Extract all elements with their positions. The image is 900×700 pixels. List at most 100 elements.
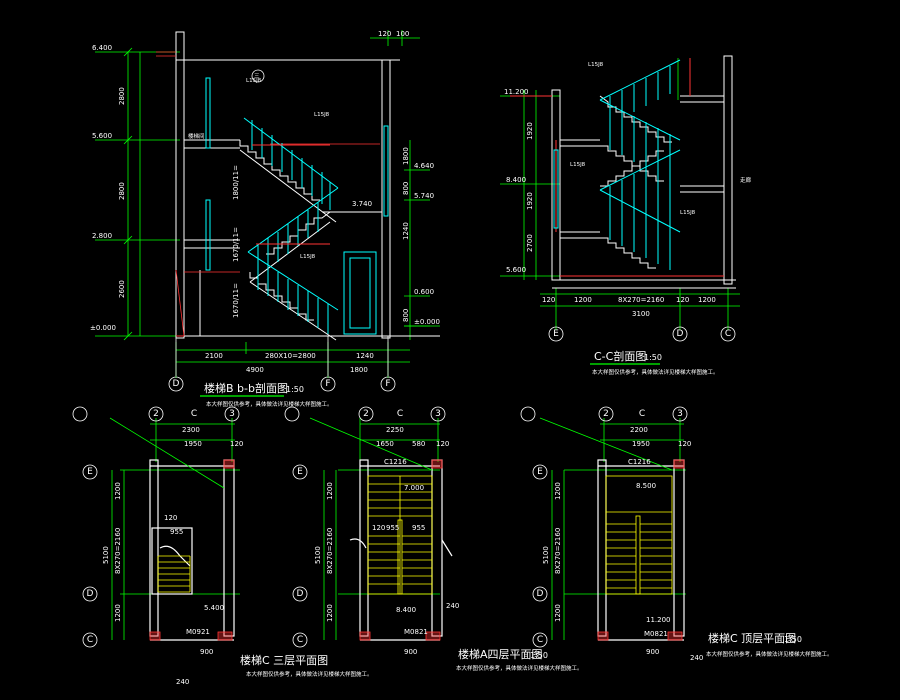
bb-ref-tag: L15J8 xyxy=(246,78,262,84)
pr-bottom-dim-2: 240 xyxy=(690,654,703,662)
p3-axis-side-3: C xyxy=(87,635,93,645)
bb-level-marks: 6.400 5.600 2.800 ±0.000 4.640 5.740 0.6… xyxy=(90,44,440,332)
cc-axis-label-3: C xyxy=(725,329,731,339)
p4-window: M0821 xyxy=(404,628,428,636)
bb-bottom-dim-1: 2100 xyxy=(205,352,223,360)
pr-window: M0821 xyxy=(644,630,668,638)
bb-height-1: 2800 xyxy=(118,87,126,105)
p4-side-dim-3: 5100 xyxy=(314,546,322,564)
pr-axis-side-3: C xyxy=(537,635,543,645)
cc-dim-1: 120 xyxy=(542,296,555,304)
cc-dim-3: 8X270=2160 xyxy=(618,296,664,304)
p4-window-top: C1216 xyxy=(384,458,407,466)
p3-top-dim-1: 2300 xyxy=(182,426,200,434)
p4-inner-dim-2: 955 xyxy=(386,524,399,532)
p4-bottom-dim-2: 240 xyxy=(446,602,459,610)
pr-treads xyxy=(605,475,673,595)
pr-title: 楼梯C 顶层平面图 xyxy=(708,631,796,645)
cc-walls xyxy=(551,55,736,289)
cc-title: C-C剖面图 xyxy=(594,349,646,363)
pr-top-dim-1: 2200 xyxy=(630,426,648,434)
p4-note: 本大样图仅供参考，具体做法详见楼梯大样图施工。 xyxy=(456,664,583,672)
section-cc: 11.200 8.400 5.600 1920 1920 2700 L15J8 … xyxy=(500,55,752,376)
cc-dim-4: 120 xyxy=(676,296,689,304)
cc-axis-label-1: E xyxy=(553,329,559,339)
p4-axis-side-2: D xyxy=(297,589,304,599)
cc-note: 本大样图仅供参考，具体做法详见楼梯大样图施工。 xyxy=(592,368,719,376)
cc-height-1: 1920 xyxy=(526,122,534,140)
cc-dim-6: 3100 xyxy=(632,310,650,318)
p3-top-dim-3: 120 xyxy=(230,440,243,448)
pr-top-dim-3: 120 xyxy=(678,440,691,448)
p3-axis-top-2: C xyxy=(191,409,197,419)
p3-title: 楼梯C 三层平面图 xyxy=(240,653,328,667)
pr-axis-top-2: C xyxy=(639,409,645,419)
bb-right-level-4: ±0.000 xyxy=(414,318,440,326)
plan-4f: 2 C 3 E D C 2250 1650 580 120 1200 8X270… xyxy=(284,406,583,672)
p3-hatch xyxy=(149,459,235,641)
p3-side-dim-2: 8X270=2160 xyxy=(114,528,122,574)
p3-bottom-dim-2: 240 xyxy=(176,678,189,686)
pr-bottom-dim-1: 900 xyxy=(646,648,659,656)
bb-axis-label-2: F xyxy=(325,379,330,389)
pr-side-dim-4: 1200 xyxy=(554,604,562,622)
cc-level-3: 5.600 xyxy=(506,266,526,274)
bb-flight-label-2: 1670/11= xyxy=(232,227,240,262)
bb-level-3: 2.800 xyxy=(92,232,112,240)
bb-axis-label-3: F xyxy=(385,379,390,389)
p4-level-top: 7.000 xyxy=(404,484,424,492)
bb-top-dim-1: 120 xyxy=(378,30,391,38)
p3-axis-top-3: 3 xyxy=(229,409,235,419)
pr-side-dim-3: 5100 xyxy=(542,546,550,564)
p4-top-dim-1: 2250 xyxy=(386,426,404,434)
bb-mid-level: 3.740 xyxy=(352,200,372,208)
p4-axis-bubbles xyxy=(284,406,446,648)
cc-height-3: 2700 xyxy=(526,234,534,252)
p4-axis-side-1: E xyxy=(297,467,303,477)
pr-level: 11.200 xyxy=(646,616,671,624)
cc-axis-bubbles xyxy=(548,326,736,342)
pr-note: 本大样图仅供参考，具体做法详见楼梯大样图施工。 xyxy=(706,650,833,658)
pr-top-dim-2: 1950 xyxy=(632,440,650,448)
pr-axis-top-3: 3 xyxy=(677,409,683,419)
p4-axis-top-3: 3 xyxy=(435,409,441,419)
p3-leader xyxy=(109,417,225,489)
pr-hatch xyxy=(597,459,685,641)
cc-scale: 1:50 xyxy=(644,353,662,362)
bb-bottom-dim-5: 1800 xyxy=(350,366,368,374)
cc-red-lines xyxy=(510,58,724,277)
bb-railings xyxy=(205,77,389,335)
p4-side-dim-1: 1200 xyxy=(326,482,334,500)
p4-inner-dim-1: 120 xyxy=(372,524,385,532)
bb-handrail-red xyxy=(176,144,330,337)
pr-side-dim-2: 8X270=2160 xyxy=(554,528,562,574)
bb-flight-label-3: 1670/11= xyxy=(232,283,240,318)
p3-top-dim-2: 1950 xyxy=(184,440,202,448)
bb-hatch xyxy=(156,51,380,337)
p3-treads xyxy=(157,555,191,593)
pr-axis-side-2: D xyxy=(537,589,544,599)
bb-level-top: 6.400 xyxy=(92,44,112,52)
bb-right-dim-2: 800 xyxy=(402,182,410,195)
cc-dim-5: 1200 xyxy=(698,296,716,304)
pr-scale: 1:50 xyxy=(784,635,802,644)
p4-inner-dim-3: 955 xyxy=(412,524,425,532)
pr-axis-bubbles xyxy=(520,406,688,648)
p4-axis-top-1: 2 xyxy=(363,409,369,419)
p4-bottom-dim-1: 900 xyxy=(404,648,417,656)
bb-height-3: 2600 xyxy=(118,280,126,298)
p4-side-dim-2: 8X270=2160 xyxy=(326,528,334,574)
p3-level: 5.400 xyxy=(204,604,224,612)
bb-right-level-1: 4.640 xyxy=(414,162,434,170)
cc-room-label: 走廊 xyxy=(740,176,752,184)
bb-scale: 1:50 xyxy=(286,385,304,394)
bb-level-ground: ±0.000 xyxy=(90,324,116,332)
bb-bottom-dim-4: 4900 xyxy=(246,366,264,374)
p4-axis-side-3: C xyxy=(297,635,303,645)
p4-treads xyxy=(367,475,433,595)
cc-axis-label-2: D xyxy=(677,329,684,339)
p4-side-dim-4: 1200 xyxy=(326,604,334,622)
bb-top-dim-2: 100 xyxy=(396,30,409,38)
bb-right-level-2: 5.740 xyxy=(414,192,434,200)
